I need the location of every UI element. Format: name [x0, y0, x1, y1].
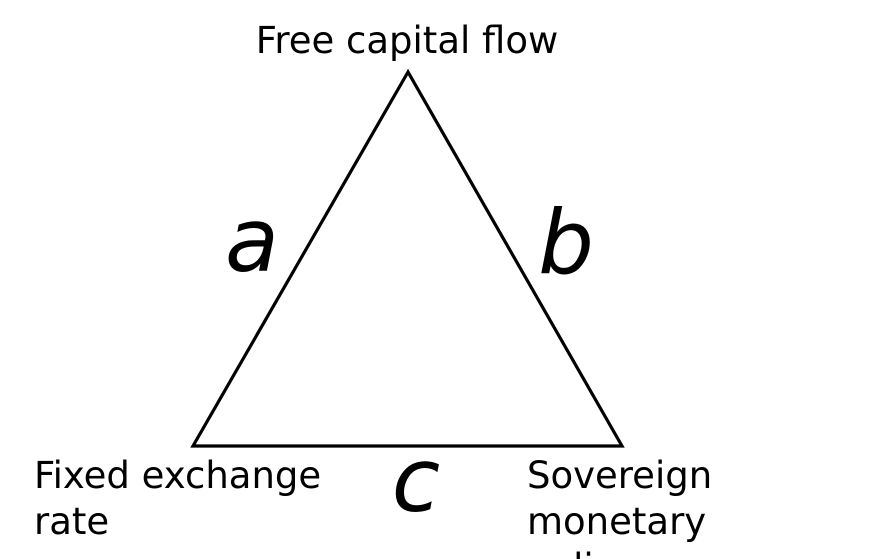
edge-label-b: b — [538, 191, 594, 294]
edge-label-a: a — [225, 189, 279, 292]
vertex-label-sovereign-monetary-policy: Sovereign monetary policy — [527, 454, 713, 559]
vertex-label-free-capital-flow: Free capital flow — [255, 19, 559, 62]
vertex-label-fixed-exchange-rate: Fixed exchange rate — [34, 454, 322, 543]
edge-label-c: c — [391, 429, 441, 532]
triangle-outline — [190, 68, 625, 448]
